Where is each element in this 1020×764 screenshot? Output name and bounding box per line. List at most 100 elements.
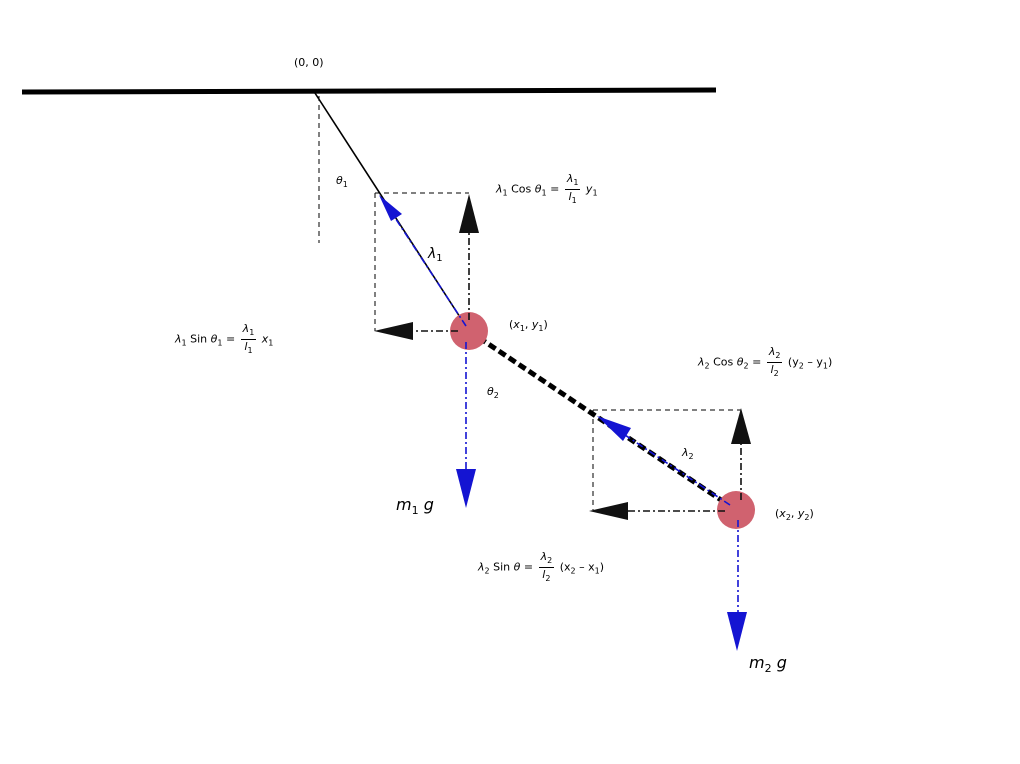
- gravity-1-arrowhead: [456, 469, 476, 508]
- gravity-1-label: m1 g: [396, 495, 434, 517]
- eq-cos-2-lambda: λ: [698, 355, 705, 369]
- mass-2-coord-y-subscript: 2: [804, 513, 810, 522]
- eq-cos-1-theta-subscript: 1: [541, 188, 547, 198]
- eq-sin-1-numerator-subscript: 1: [249, 328, 255, 337]
- eq-cos-1-equals: =: [550, 182, 560, 196]
- eq-cos-2-rhs-subscript: 2: [798, 361, 804, 371]
- eq-cos-2-denominator-subscript: 2: [773, 369, 779, 378]
- mass-1-coordinate-label: (x1, y1): [509, 318, 548, 333]
- eq-sin-2-denominator: l: [542, 568, 546, 581]
- mass-2-coord-x-subscript: 2: [785, 513, 791, 522]
- eq-sin-2-fraction: λ2 l2: [538, 550, 555, 585]
- eq-cos-1-func: Cos: [511, 182, 532, 196]
- eq-cos-1-denominator: l: [568, 190, 572, 203]
- eq-cos-2-denominator: l: [770, 363, 774, 376]
- eq-sin-2-numerator: λ: [540, 550, 548, 563]
- eq-cos-2-rhs: (y: [787, 355, 799, 369]
- eq-sin-1-equals: =: [225, 332, 236, 346]
- gravity-2-g-symbol: g: [776, 653, 787, 672]
- eq-sin-1-numerator: λ: [242, 322, 250, 335]
- mass-2-coordinate-label: (x2, y2): [775, 507, 814, 522]
- eq-cos-1-rhs-subscript: 1: [592, 188, 598, 198]
- eq-cos-2-rhs-2-subscript: 1: [822, 361, 828, 371]
- eq-sin-1-theta: θ: [210, 332, 218, 346]
- eq-cos-1-lambda-subscript: 1: [502, 188, 508, 198]
- mass-2-coord-y: y: [797, 507, 805, 520]
- ceiling-line: [21, 87, 717, 95]
- eq-sin-1-denominator-subscript: 1: [247, 346, 253, 355]
- gravity-1-g-symbol: g: [423, 495, 434, 514]
- gravity-1-mass-symbol: m: [396, 495, 412, 514]
- equation-cos-1: λ1 Cos θ1 = λ1 l1 y1: [496, 172, 598, 207]
- cos-component-1-arrowhead: [459, 194, 479, 233]
- component-box-1: [374, 192, 469, 331]
- eq-cos-1-rhs: y: [585, 182, 593, 196]
- eq-sin-2-lambda-subscript: 2: [484, 566, 490, 576]
- eq-sin-2-rhs: (x: [559, 560, 571, 574]
- eq-sin-1-denominator: l: [244, 340, 248, 353]
- eq-sin-2-equals: =: [523, 560, 534, 574]
- eq-sin-1-lambda-subscript: 1: [181, 338, 187, 348]
- mass-1-coord-y: y: [531, 318, 539, 331]
- tension-1-line: [385, 203, 467, 327]
- sin-component-2-arrowhead: [589, 502, 628, 520]
- eq-cos-1-denominator-subscript: 1: [571, 196, 577, 205]
- eq-sin-1-lambda: λ: [175, 332, 182, 346]
- eq-cos-1-theta: θ: [534, 182, 542, 196]
- equation-cos-2: λ2 Cos θ2 = λ2 l2 (y2 – y1): [698, 345, 832, 380]
- tension-2-line: [609, 424, 731, 506]
- mass-2: [717, 491, 755, 529]
- eq-cos-1-lambda: λ: [496, 182, 503, 196]
- eq-cos-2-numerator-subscript: 2: [775, 351, 781, 360]
- equation-sin-1: λ1 Sin θ1 = λ1 l1 x1: [175, 322, 273, 357]
- theta-2-subscript: 2: [493, 391, 499, 400]
- eq-cos-2-func: Cos: [713, 355, 734, 369]
- eq-sin-2-rhs-2-subscript: 1: [594, 566, 600, 576]
- eq-sin-2-rhs-subscript: 2: [570, 566, 576, 576]
- eq-cos-1-numerator-subscript: 1: [573, 178, 579, 187]
- eq-sin-2-denominator-subscript: 2: [545, 574, 551, 583]
- mass-1-coord-x: x: [513, 318, 520, 331]
- cos-component-2-arrowhead: [731, 408, 751, 444]
- mass-2-coord-x: x: [779, 507, 786, 520]
- mass-1-coord-y-subscript: 1: [538, 324, 544, 333]
- eq-sin-2-lambda: λ: [478, 560, 485, 574]
- sin-component-1-arrowhead: [374, 322, 413, 340]
- eq-sin-2-theta: θ: [513, 560, 521, 574]
- eq-cos-2-fraction: λ2 l2: [766, 345, 783, 380]
- lambda-2-label: λ2: [682, 446, 694, 461]
- eq-cos-2-equals: =: [752, 355, 762, 369]
- eq-sin-1-func: Sin: [190, 332, 208, 346]
- eq-cos-1-fraction: λ1 l1: [564, 172, 581, 207]
- gravity-2-mass-symbol: m: [749, 653, 765, 672]
- theta-2-symbol: θ: [487, 385, 494, 398]
- theta-1-subscript: 1: [342, 180, 348, 189]
- theta-2-label: θ2: [487, 385, 499, 400]
- eq-sin-1-fraction: λ1 l1: [240, 322, 257, 357]
- eq-cos-2-lambda-subscript: 2: [704, 361, 710, 371]
- lambda-1-symbol: λ: [428, 246, 437, 262]
- eq-cos-2-close: ): [827, 355, 833, 369]
- eq-cos-2-numerator: λ: [768, 345, 776, 358]
- component-box-2: [592, 409, 741, 510]
- eq-sin-2-rhs-2: – x: [579, 560, 595, 574]
- equation-sin-2: λ2 Sin θ = λ2 l2 (x2 – x1): [478, 550, 604, 585]
- lambda-2-symbol: λ: [682, 446, 689, 459]
- lambda-1-label: λ1: [428, 246, 443, 264]
- eq-cos-1-numerator: λ: [566, 172, 574, 185]
- eq-sin-2-numerator-subscript: 2: [547, 556, 553, 565]
- eq-sin-1-theta-subscript: 1: [217, 338, 223, 348]
- lambda-2-subscript: 2: [688, 452, 694, 461]
- theta-1-label: θ1: [336, 174, 348, 189]
- gravity-2-label: m2 g: [749, 653, 787, 675]
- tension-2-arrowhead: [597, 416, 631, 441]
- gravity-2-arrowhead: [727, 612, 747, 651]
- origin-label: (0, 0): [294, 56, 324, 69]
- eq-sin-1-rhs-subscript: 1: [268, 338, 274, 348]
- tension-1-arrowhead: [379, 195, 402, 221]
- lambda-1-subscript: 1: [436, 253, 443, 264]
- eq-cos-2-theta-subscript: 2: [743, 361, 749, 371]
- eq-sin-1-rhs: x: [261, 332, 269, 346]
- gravity-2-subscript: 2: [764, 662, 772, 675]
